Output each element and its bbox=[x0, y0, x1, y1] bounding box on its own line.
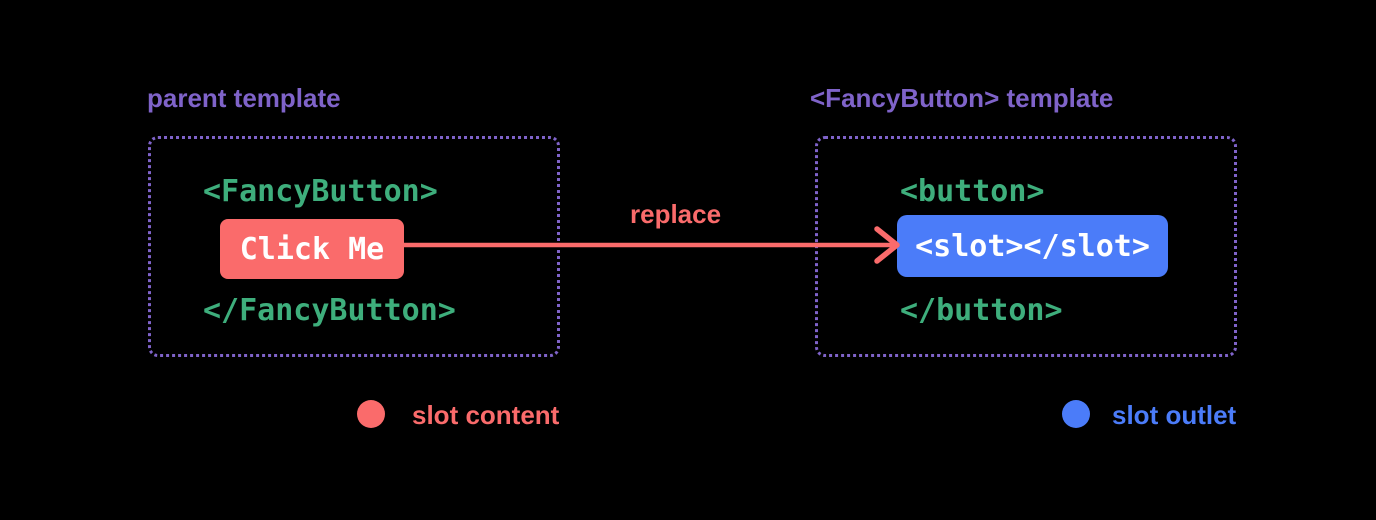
replace-label: replace bbox=[630, 199, 722, 229]
click-me-button: Click Me bbox=[220, 219, 404, 279]
slot-content-dot-icon bbox=[357, 400, 385, 428]
fancybutton-close-tag: </FancyButton> bbox=[203, 293, 456, 328]
slot-content-legend-label: slot content bbox=[412, 400, 560, 430]
button-close-tag: </button> bbox=[900, 293, 1063, 328]
fancybutton-template-title: <FancyButton> template bbox=[810, 83, 1114, 113]
slot-outlet-button: <slot></slot> bbox=[897, 215, 1168, 277]
click-me-button-label: Click Me bbox=[239, 231, 385, 267]
parent-template-title: parent template bbox=[147, 83, 341, 113]
fancybutton-open-tag: <FancyButton> bbox=[203, 174, 438, 209]
slot-outlet-legend-label: slot outlet bbox=[1112, 400, 1237, 430]
slot-outlet-button-label: <slot></slot> bbox=[915, 228, 1150, 264]
slot-outlet-dot-icon bbox=[1062, 400, 1090, 428]
button-open-tag: <button> bbox=[900, 174, 1045, 209]
replace-arrow-icon bbox=[404, 226, 900, 264]
